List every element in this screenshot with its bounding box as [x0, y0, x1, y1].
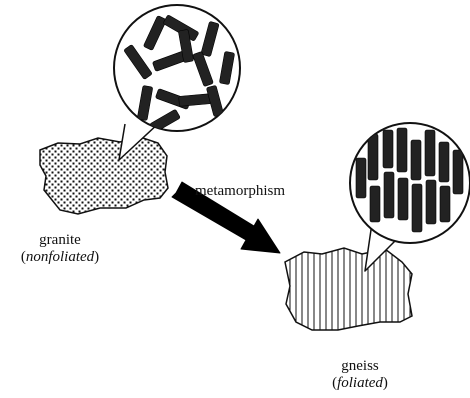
granite-magnified-view	[114, 5, 240, 133]
gneiss-type-line: (foliated)	[316, 375, 404, 392]
gneiss-magnified-view	[350, 123, 470, 243]
metamorphism-label: metamorphism	[195, 183, 285, 200]
granite-rock	[40, 137, 168, 214]
granite-type: nonfoliated	[26, 249, 94, 265]
granite-label: granite	[16, 232, 104, 249]
gneiss-label: gneiss	[316, 358, 404, 375]
gneiss-type: foliated	[337, 375, 383, 391]
granite-type-line: (nonfoliated)	[16, 249, 104, 266]
granite-caption: granite (nonfoliated)	[16, 232, 104, 266]
gneiss-caption: gneiss (foliated)	[316, 358, 404, 392]
gneiss-rock	[285, 248, 412, 330]
